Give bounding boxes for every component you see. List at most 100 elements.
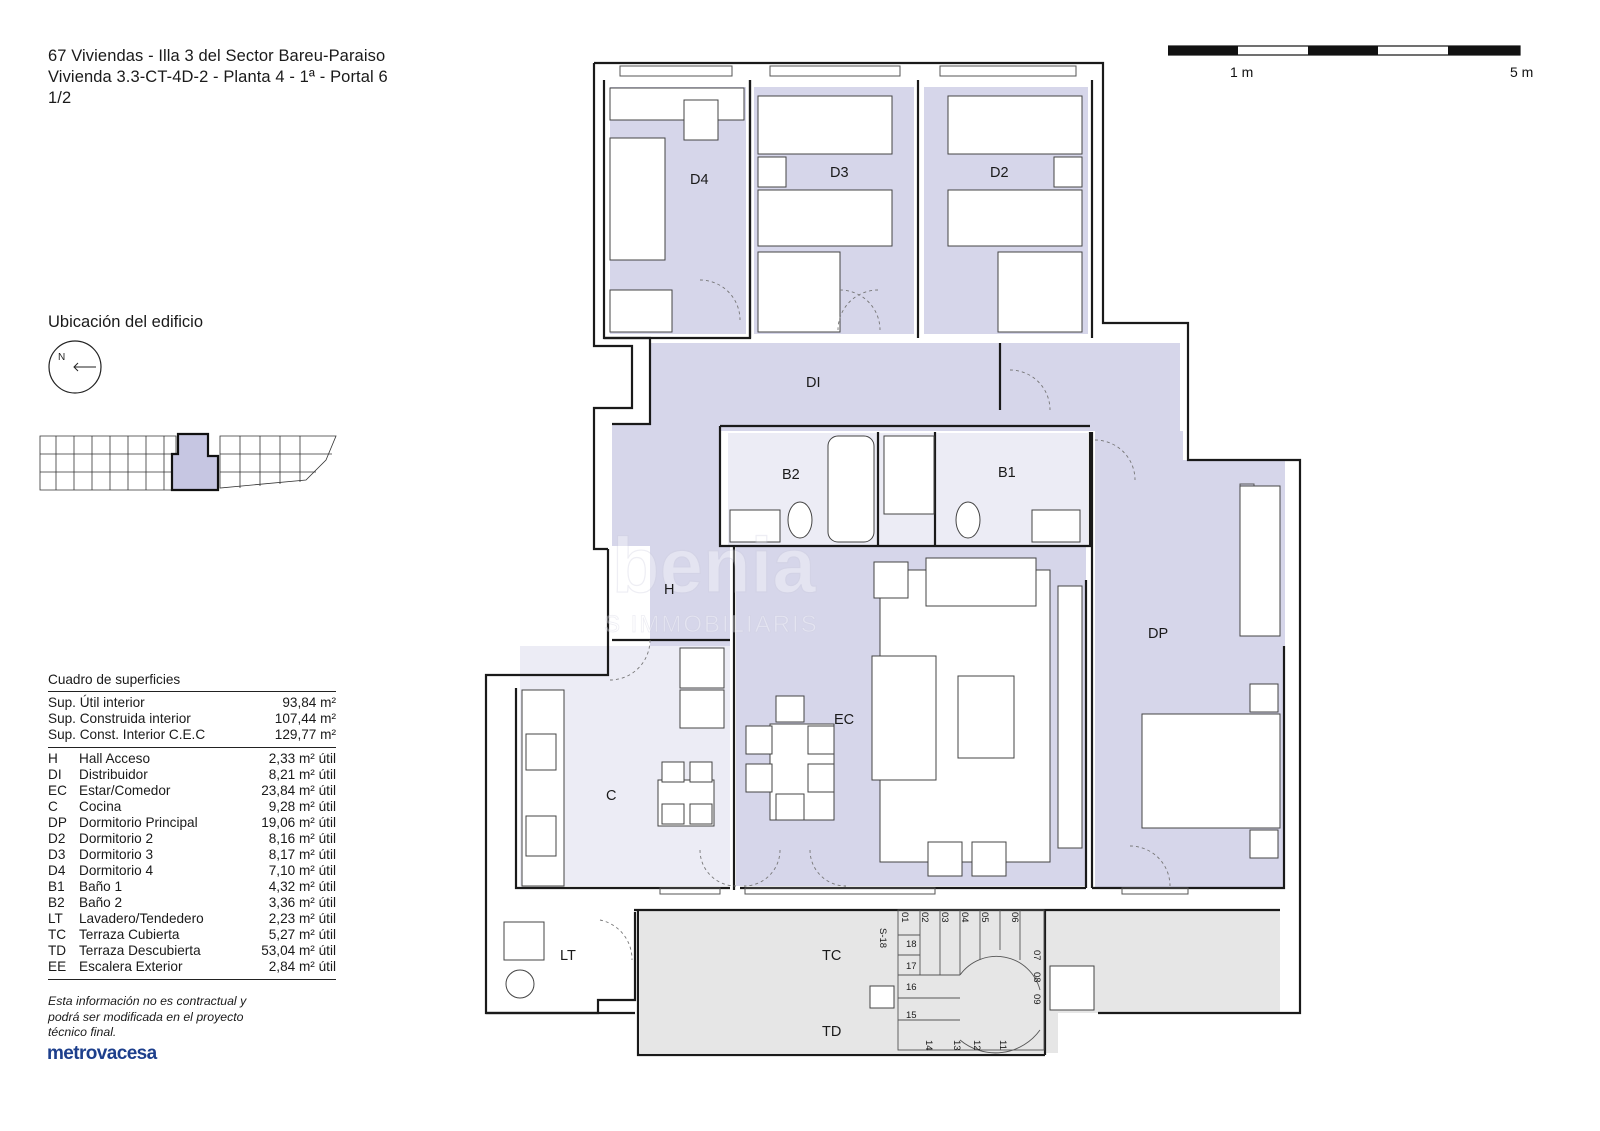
stair-step: 01 [899, 912, 910, 923]
room-label-b1: B1 [998, 465, 1016, 481]
door-swings [599, 279, 1171, 961]
table-row: Sup. Const. Interior C.E.C 129,77 m² [48, 727, 336, 743]
room-area: 19,06 m² útil [261, 815, 336, 830]
room-area: 4,32 m² útil [268, 879, 336, 894]
surface-totals: Sup. Útil interior 93,84 m² Sup. Constru… [48, 692, 336, 748]
room-area: 2,23 m² útil [268, 911, 336, 926]
project-title: 67 Viviendas - Illa 3 del Sector Bareu-P… [48, 47, 386, 65]
table-row: DP Dormitorio Principal 19,06 m² útil [48, 815, 336, 831]
room-code: TD [48, 943, 67, 958]
table-row: DI Distribuidor 8,21 m² útil [48, 767, 336, 783]
stair-step: 15 [906, 1010, 917, 1021]
room-name: Dormitorio Principal [79, 815, 198, 830]
room-name: Baño 1 [79, 879, 123, 894]
room-area: 2,84 m² útil [268, 959, 336, 974]
plan-header: 67 Viviendas - Illa 3 del Sector Bareu-P… [48, 46, 388, 109]
room-label-di: DI [806, 375, 821, 391]
room-code: DI [48, 767, 62, 782]
north-label: N [58, 352, 65, 363]
table-row: Sup. Útil interior 93,84 m² [48, 695, 336, 711]
stair-step: 03 [939, 912, 950, 923]
surface-rooms: H Hall Acceso 2,33 m² útil DI Distribuidor 8… [48, 748, 336, 980]
total-value: 93,84 m² [282, 695, 336, 710]
stair-label: S-18 [877, 928, 888, 948]
room-area: 8,17 m² útil [268, 847, 336, 862]
north-compass-icon: N [48, 340, 102, 394]
stair-step: 14 [923, 1040, 934, 1051]
room-label-ec: EC [834, 712, 854, 728]
stair-step: 05 [979, 912, 990, 923]
room-code: B1 [48, 879, 65, 894]
room-area: 7,10 m² útil [268, 863, 336, 878]
disclaimer-note: Esta información no es contractual y pod… [48, 994, 247, 1040]
room-code: EE [48, 959, 67, 974]
stair-step: 12 [971, 1040, 982, 1051]
total-value: 107,44 m² [274, 711, 336, 726]
room-name: Dormitorio 3 [79, 847, 154, 862]
room-name: Lavadero/Tendedero [79, 911, 204, 926]
scale-bar: 1 m 5 m [1168, 45, 1533, 80]
room-labels: D4 D3 D2 DI B2 B1 H DP EC C LT TC TD S-1… [560, 165, 1168, 1040]
room-label-d4: D4 [690, 172, 709, 188]
total-label: Sup. Const. Interior C.E.C [48, 727, 206, 742]
room-label-b2: B2 [782, 467, 800, 483]
location-title: Ubicación del edificio [48, 313, 204, 331]
stair-step: 09 [1031, 994, 1042, 1005]
room-label-td: TD [822, 1024, 841, 1040]
unit-title: Vivienda 3.3-CT-4D-2 - Planta 4 - 1ª - P… [48, 68, 388, 86]
room-name: Hall Acceso [79, 751, 151, 766]
scale-label-5m: 5 m [1510, 64, 1533, 80]
room-code: DP [48, 815, 67, 830]
room-area: 5,27 m² útil [268, 927, 336, 942]
room-label-dp: DP [1148, 626, 1168, 642]
table-row: D3 Dormitorio 3 8,17 m² útil [48, 847, 336, 863]
sheet-number: 1/2 [48, 89, 72, 107]
stair-step: 07 [1031, 950, 1042, 961]
stair-step: 17 [906, 961, 917, 972]
room-code: B2 [48, 895, 65, 910]
room-code: D4 [48, 863, 66, 878]
stair-step: 02 [919, 912, 930, 923]
stair-step-numbers: 01 02 03 04 05 06 07 08 09 11 12 13 14 1… [899, 912, 1042, 1051]
table-row: B1 Baño 1 4,32 m² útil [48, 879, 336, 895]
room-code: D3 [48, 847, 66, 862]
room-name: Estar/Comedor [79, 783, 171, 798]
scale-label-1m: 1 m [1230, 64, 1253, 80]
total-label: Sup. Construida interior [48, 711, 191, 726]
walls [484, 61, 1302, 1057]
surface-table-caption: Cuadro de superficies [48, 672, 336, 692]
watermark-word: benia [612, 521, 816, 609]
room-area: 9,28 m² útil [268, 799, 336, 814]
room-area: 8,16 m² útil [268, 831, 336, 846]
room-label-lt: LT [560, 948, 576, 964]
room-code: H [48, 751, 58, 766]
room-area: 3,36 m² útil [268, 895, 336, 910]
room-name: Escalera Exterior [79, 959, 183, 974]
room-code: TC [48, 927, 67, 942]
room-code: LT [48, 911, 63, 926]
brand-logo: metrovacesa [47, 1043, 157, 1064]
stair-step: 18 [906, 939, 917, 950]
watermark-sub: S IMMOBILIARIS [604, 611, 819, 638]
table-row: D4 Dormitorio 4 7,10 m² útil [48, 863, 336, 879]
table-row: D2 Dormitorio 2 8,16 m² útil [48, 831, 336, 847]
room-name: Dormitorio 2 [79, 831, 154, 846]
room-name: Distribuidor [79, 767, 148, 782]
room-label-tc: TC [822, 948, 841, 964]
room-area: 8,21 m² útil [268, 767, 336, 782]
table-row: Sup. Construida interior 107,44 m² [48, 711, 336, 727]
table-row: H Hall Acceso 2,33 m² útil [48, 751, 336, 767]
stair-step: 06 [1009, 912, 1020, 923]
room-code: EC [48, 783, 67, 798]
surface-table: Cuadro de superficies Sup. Útil interior… [48, 672, 336, 980]
watermark: benia S IMMOBILIARIS [604, 520, 819, 638]
room-code: D2 [48, 831, 66, 846]
exterior-stair [897, 909, 1045, 1054]
room-name: Dormitorio 4 [79, 863, 154, 878]
room-label-c: C [606, 788, 616, 804]
room-area: 2,33 m² útil [268, 751, 336, 766]
